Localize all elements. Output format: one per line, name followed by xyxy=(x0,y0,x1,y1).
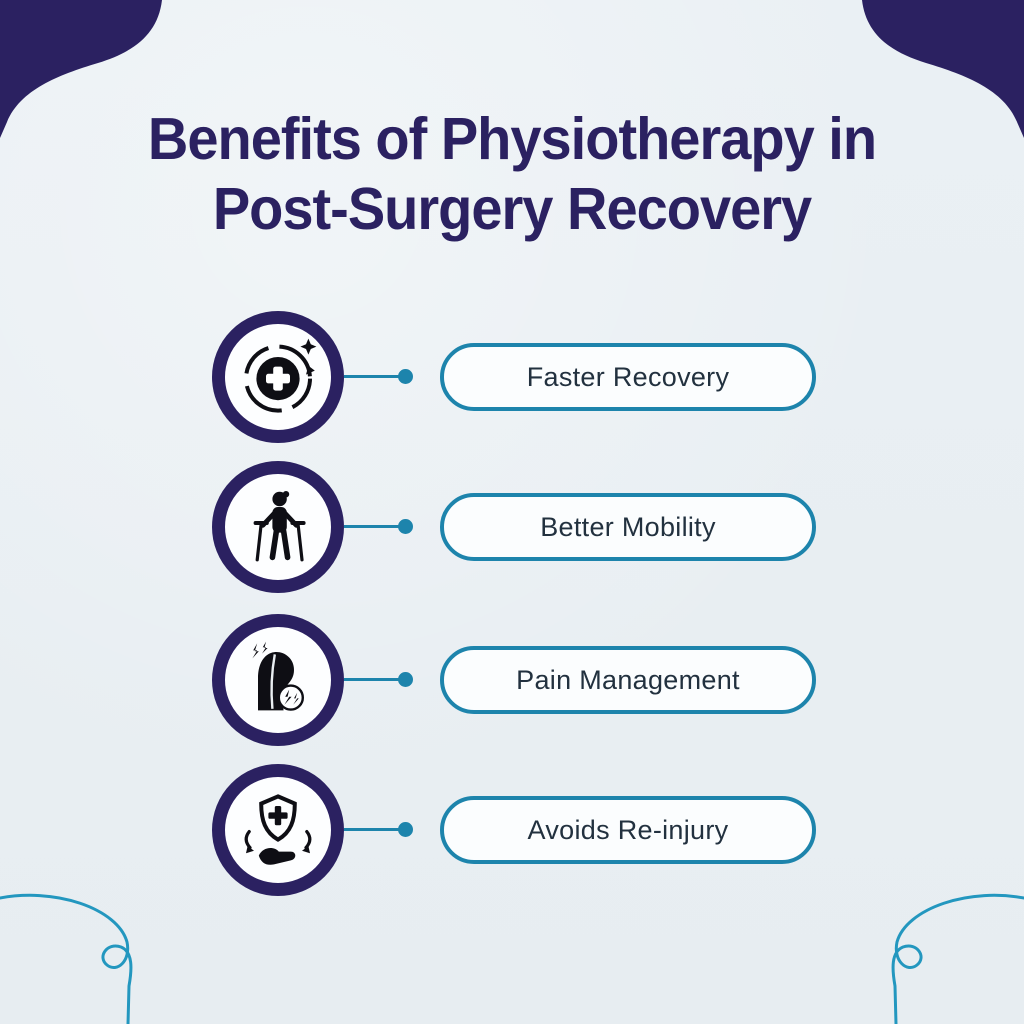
connector-dot xyxy=(398,369,413,384)
back-pain-icon xyxy=(252,641,304,711)
page-title: Benefits of Physiotherapy in Post-Surger… xyxy=(0,104,1024,243)
benefit-pill: Faster Recovery xyxy=(440,343,816,411)
benefit-row: Faster Recovery xyxy=(0,309,1024,445)
benefit-label: Pain Management xyxy=(516,664,740,695)
medical-cross-recovery-icon xyxy=(244,338,317,413)
flourish-curve-right-decoration xyxy=(891,893,1024,1024)
benefit-pill: Avoids Re-injury xyxy=(440,796,816,864)
benefit-label: Faster Recovery xyxy=(526,361,730,392)
connector-dot xyxy=(398,672,413,687)
icon-circle-frame xyxy=(212,614,344,746)
icon-circle-frame xyxy=(212,461,344,593)
title-line-2: Post-Surgery Recovery xyxy=(212,174,812,242)
corner-blob-left-decoration xyxy=(0,0,162,138)
benefit-pill: Better Mobility xyxy=(440,493,816,561)
connector-line xyxy=(344,525,402,528)
connector-dot xyxy=(398,519,413,534)
connector-line xyxy=(344,828,402,831)
connector-line xyxy=(344,375,402,378)
benefit-label: Avoids Re-injury xyxy=(527,814,729,845)
benefit-row: Pain Management xyxy=(0,612,1024,748)
flourish-curve-left-decoration xyxy=(0,893,133,1024)
benefit-row: Avoids Re-injury xyxy=(0,762,1024,898)
title-line-1: Benefits of Physiotherapy in xyxy=(147,105,877,172)
shield-hand-protection-icon xyxy=(244,794,312,865)
connector-line xyxy=(344,678,402,681)
icon-circle-frame xyxy=(212,311,344,443)
person-crutches-icon xyxy=(253,491,306,562)
connector-dot xyxy=(398,822,413,837)
benefit-label: Better Mobility xyxy=(540,511,716,542)
benefit-pill: Pain Management xyxy=(440,646,816,714)
benefit-row: Better Mobility xyxy=(0,459,1024,595)
corner-blob-right-decoration xyxy=(862,0,1024,138)
